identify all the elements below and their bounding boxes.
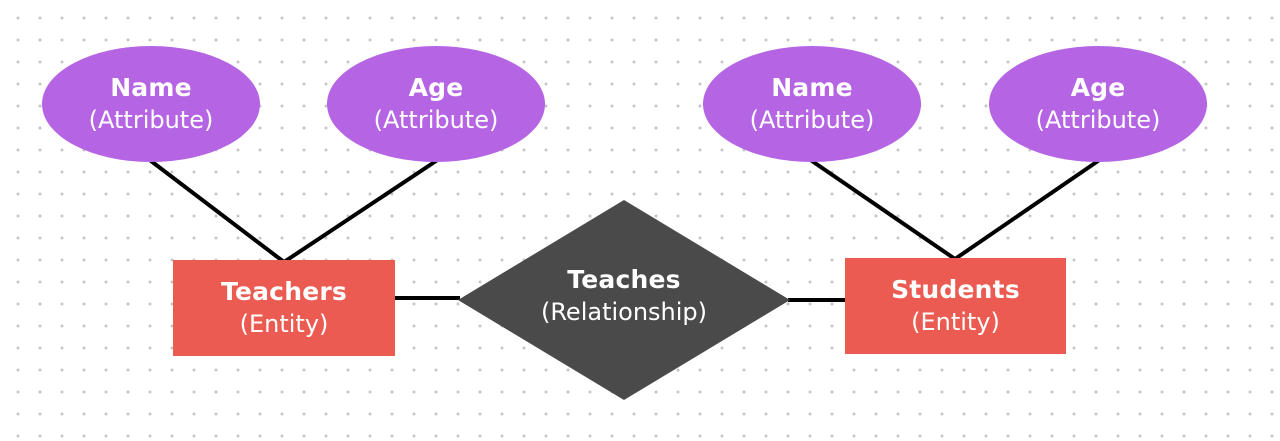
attribute-teacher-name[interactable]: Name (Attribute) <box>42 46 260 162</box>
attribute-title: Name <box>110 73 192 103</box>
edge-teachers-name <box>149 159 286 264</box>
relationship-type: (Relationship) <box>540 297 708 326</box>
attribute-type: (Attribute) <box>749 105 875 134</box>
attribute-title: Age <box>408 73 464 103</box>
attribute-type: (Attribute) <box>88 105 214 134</box>
relationship-title: Teaches <box>567 265 681 295</box>
entity-title: Teachers <box>221 277 347 307</box>
attribute-title: Name <box>771 73 853 103</box>
edge-students-age <box>953 159 1100 261</box>
edge-students-name <box>810 159 957 261</box>
attribute-teacher-age[interactable]: Age (Attribute) <box>327 46 545 162</box>
entity-type: (Entity) <box>239 309 329 338</box>
edge-teachers-age <box>282 159 438 264</box>
attribute-student-age[interactable]: Age (Attribute) <box>989 46 1207 162</box>
entity-type: (Entity) <box>911 307 1000 336</box>
relationship-diamond <box>458 200 790 400</box>
entity-teachers[interactable]: Teachers (Entity) <box>173 260 395 356</box>
relationship-teaches[interactable]: Teaches (Relationship) <box>458 200 790 400</box>
diamond-shape <box>458 200 790 400</box>
relationship-label: Teaches (Relationship) <box>541 264 707 328</box>
entity-title: Students <box>891 275 1020 305</box>
attribute-title: Age <box>1070 73 1126 103</box>
entity-students[interactable]: Students (Entity) <box>845 258 1066 354</box>
attribute-type: (Attribute) <box>1035 105 1161 134</box>
attribute-student-name[interactable]: Name (Attribute) <box>703 46 921 162</box>
attribute-type: (Attribute) <box>373 105 499 134</box>
